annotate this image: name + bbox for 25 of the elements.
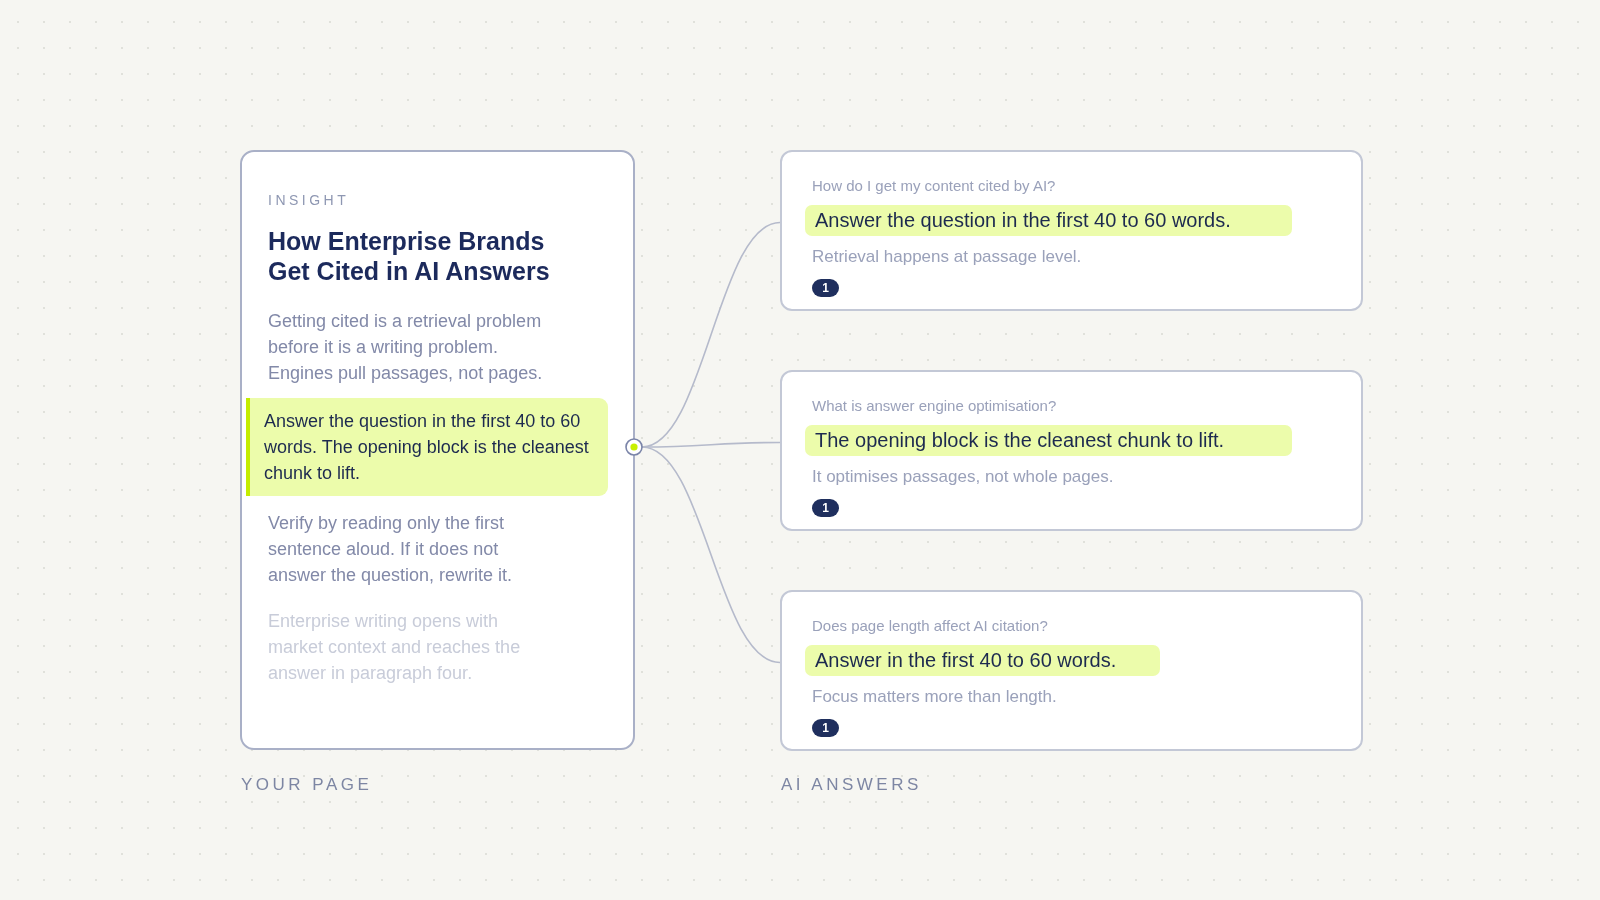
junction-dot bbox=[625, 438, 643, 456]
highlighted-passage: Answer the question in the first 40 to 60 words. The opening block is the cleanest chunk to lift. bbox=[246, 398, 608, 496]
answer-text: Focus matters more than length. bbox=[812, 686, 1058, 708]
question-text: Does page length affect AI citation? bbox=[812, 616, 1049, 636]
column-label: AI ANSWERS bbox=[781, 774, 922, 796]
answer-text: Retrieval happens at passage level. bbox=[812, 246, 1083, 268]
highlighted-answer: Answer in the first 40 to 60 words. bbox=[805, 645, 1161, 676]
highlighted-answer: The opening block is the cleanest chunk to lift. bbox=[805, 425, 1292, 456]
paragraph: Getting cited is a retrieval problem before it is a writing problem. Engines pull passages, not pages. bbox=[268, 310, 544, 385]
connector-line bbox=[641, 446, 781, 664]
answer-text: It optimises passages, not whole pages. bbox=[812, 466, 1115, 488]
answer-card bbox=[780, 150, 1363, 311]
question-text: How do I get my content cited by AI? bbox=[812, 176, 1057, 196]
question-text: What is answer engine optimisation? bbox=[812, 396, 1058, 416]
page-card bbox=[240, 150, 635, 750]
column-label: YOUR PAGE bbox=[241, 774, 373, 796]
citation-number: 1 bbox=[812, 719, 839, 737]
paragraph: Verify by reading only the first sentence aloud. If it does not answer the question, rewrite it. bbox=[268, 512, 514, 587]
answer-card bbox=[780, 590, 1363, 751]
kicker-text: INSIGHT bbox=[268, 191, 351, 210]
article-title: How Enterprise Brands Get Cited in AI Answers bbox=[268, 226, 551, 286]
citation-number: 1 bbox=[812, 499, 839, 517]
highlighted-answer: Answer the question in the first 40 to 60 words. bbox=[805, 205, 1292, 236]
citation-number: 1 bbox=[812, 279, 839, 297]
answer-card bbox=[780, 370, 1363, 531]
